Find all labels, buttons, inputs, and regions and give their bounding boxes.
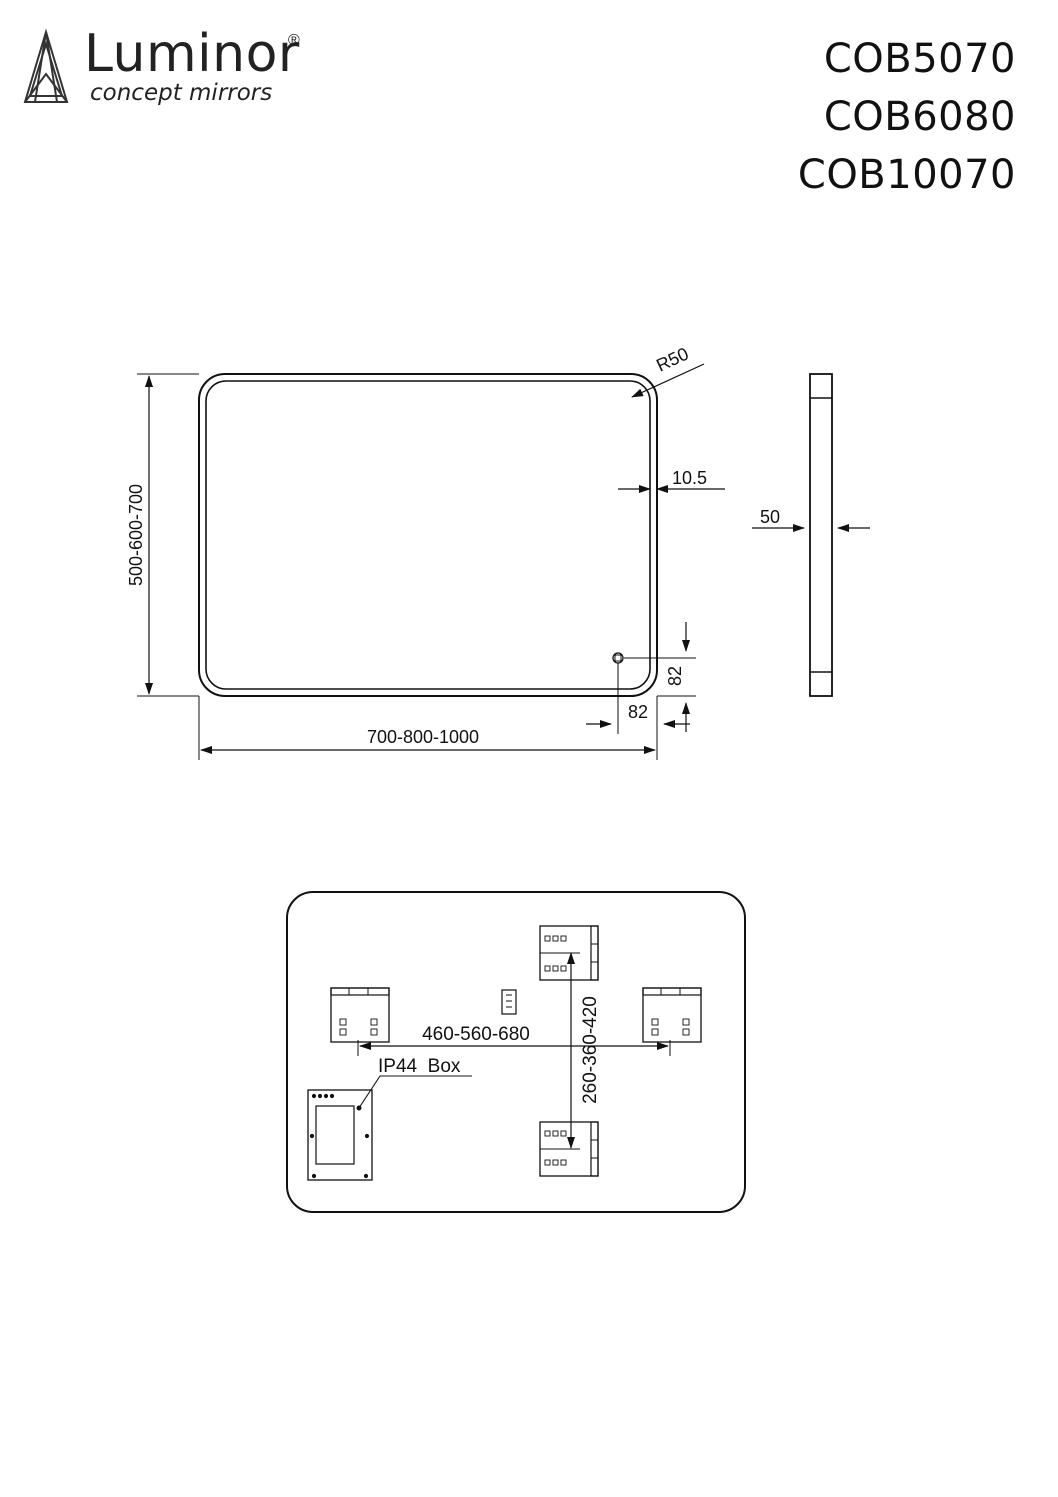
brand-tagline: concept mirrors bbox=[90, 80, 273, 106]
horizontal-spacing-label: 460-560-680 bbox=[422, 1024, 530, 1045]
mirror-outer-frame bbox=[198, 373, 658, 697]
height-label: 500-600-700 bbox=[126, 484, 146, 586]
brand-name: Luminor bbox=[84, 24, 300, 84]
depth-label: 50 bbox=[760, 507, 780, 527]
vertical-spacing-label: 260-360-420 bbox=[580, 996, 601, 1104]
switch-offset-x-label: 82 bbox=[628, 702, 648, 722]
switch-offset-y-label: 82 bbox=[665, 666, 685, 686]
frame-width-label: 10.5 bbox=[672, 468, 707, 488]
touch-switch-icon bbox=[612, 652, 624, 664]
ip44-box bbox=[307, 1089, 373, 1181]
side-view bbox=[752, 373, 870, 697]
model-code: COB5070 bbox=[823, 36, 1016, 82]
brand-block: Luminor ® concept mirrors bbox=[22, 22, 322, 112]
left-bracket bbox=[330, 987, 390, 1043]
rear-view bbox=[286, 891, 746, 1213]
registered-mark: ® bbox=[288, 32, 300, 49]
ip44-label: IP44 Box bbox=[378, 1056, 461, 1077]
front-view bbox=[137, 363, 725, 760]
driver-connector-icon bbox=[501, 989, 517, 1015]
model-list: COB5070 COB6080 COB10070 bbox=[798, 30, 1016, 204]
mirror-inner-frame bbox=[205, 380, 651, 690]
model-code: COB10070 bbox=[797, 152, 1016, 198]
triangle-logo-icon bbox=[23, 28, 69, 103]
model-code: COB6080 bbox=[823, 94, 1016, 140]
width-label: 700-800-1000 bbox=[367, 727, 479, 747]
radius-label: R50 bbox=[653, 344, 691, 376]
right-bracket bbox=[642, 987, 702, 1043]
rear-panel-outline bbox=[286, 891, 746, 1213]
